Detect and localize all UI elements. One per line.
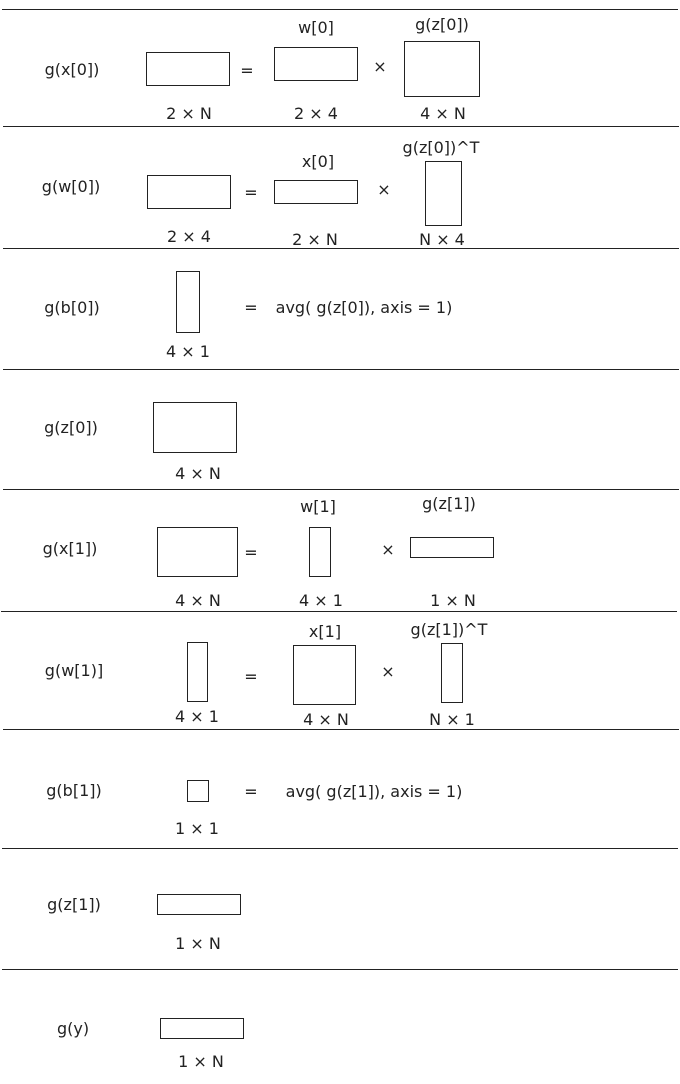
operand-b-dim: 1 × N xyxy=(430,591,476,610)
lhs-dim: 1 × 1 xyxy=(175,819,219,838)
matrix-lhs xyxy=(176,271,200,333)
lhs-dim: 4 × N xyxy=(175,591,221,610)
separator xyxy=(2,969,678,970)
matrix-lhs xyxy=(157,527,238,577)
times-sign: × xyxy=(381,540,395,559)
times-sign: × xyxy=(381,662,395,681)
lhs-dim: 4 × N xyxy=(175,464,221,483)
lhs-label: g(x[0]) xyxy=(44,60,100,79)
matrix-lhs xyxy=(187,780,209,802)
operand-a-dim: 4 × N xyxy=(303,710,349,729)
matrix-operand-a xyxy=(274,180,358,204)
separator xyxy=(2,848,678,849)
lhs-label: g(x[1]) xyxy=(42,539,98,558)
rhs-expression: avg( g(z[1]), axis = 1) xyxy=(285,782,463,801)
separator xyxy=(3,729,679,730)
lhs-dim: 1 × N xyxy=(175,934,221,953)
matrix-lhs xyxy=(157,894,241,915)
lhs-dim: 4 × 1 xyxy=(175,707,219,726)
operand-a-dim: 4 × 1 xyxy=(299,591,343,610)
lhs-dim: 4 × 1 xyxy=(166,342,210,361)
separator xyxy=(3,369,679,370)
operand-a-label: w[1] xyxy=(300,497,336,516)
equals-sign: = xyxy=(244,543,258,562)
equals-sign: = xyxy=(244,298,258,317)
matrix-operand-b xyxy=(410,537,494,558)
matrix-operand-b xyxy=(425,161,462,226)
operand-b-label: g(z[0])^T xyxy=(402,138,480,157)
lhs-label: g(w[1)] xyxy=(44,661,104,680)
separator xyxy=(1,611,677,612)
equals-sign: = xyxy=(244,782,258,801)
times-sign: × xyxy=(373,57,387,76)
equals-sign: = xyxy=(244,183,258,202)
times-sign: × xyxy=(377,180,391,199)
operand-a-dim: 2 × N xyxy=(292,230,338,249)
lhs-label: g(z[0]) xyxy=(44,418,98,437)
lhs-dim: 1 × N xyxy=(178,1052,224,1071)
equals-sign: = xyxy=(244,667,258,686)
operand-b-label: g(z[1]) xyxy=(422,494,476,513)
operand-a-label: w[0] xyxy=(298,18,334,37)
equals-sign: = xyxy=(240,61,254,80)
operand-a-label: x[1] xyxy=(308,622,342,641)
operand-a-label: x[0] xyxy=(301,152,335,171)
lhs-dim: 2 × 4 xyxy=(167,227,211,246)
matrix-operand-a xyxy=(293,645,356,705)
lhs-label: g(b[0]) xyxy=(44,298,100,317)
operand-b-label: g(z[0]) xyxy=(415,15,469,34)
lhs-label: g(z[1]) xyxy=(47,895,101,914)
matrix-operand-a xyxy=(274,47,358,81)
operand-a-dim: 2 × 4 xyxy=(294,104,338,123)
separator xyxy=(3,248,679,249)
matrix-lhs xyxy=(146,52,230,86)
matrix-operand-b xyxy=(441,643,463,703)
matrix-lhs xyxy=(147,175,231,209)
lhs-dim: 2 × N xyxy=(166,104,212,123)
operand-b-label: g(z[1])^T xyxy=(410,620,488,639)
matrix-operand-a xyxy=(309,527,331,577)
operand-b-dim: N × 4 xyxy=(419,230,465,249)
matrix-lhs xyxy=(187,642,208,702)
separator xyxy=(3,489,679,490)
rhs-expression: avg( g(z[0]), axis = 1) xyxy=(275,298,453,317)
matrix-operand-b xyxy=(404,41,480,97)
lhs-label: g(w[0]) xyxy=(41,177,101,196)
separator xyxy=(2,9,678,10)
operand-b-dim: N × 1 xyxy=(429,710,475,729)
operand-b-dim: 4 × N xyxy=(420,104,466,123)
lhs-label: g(b[1]) xyxy=(46,781,102,800)
matrix-lhs xyxy=(160,1018,244,1039)
matrix-lhs xyxy=(153,402,237,453)
lhs-label: g(y) xyxy=(56,1019,90,1038)
separator xyxy=(3,126,679,127)
